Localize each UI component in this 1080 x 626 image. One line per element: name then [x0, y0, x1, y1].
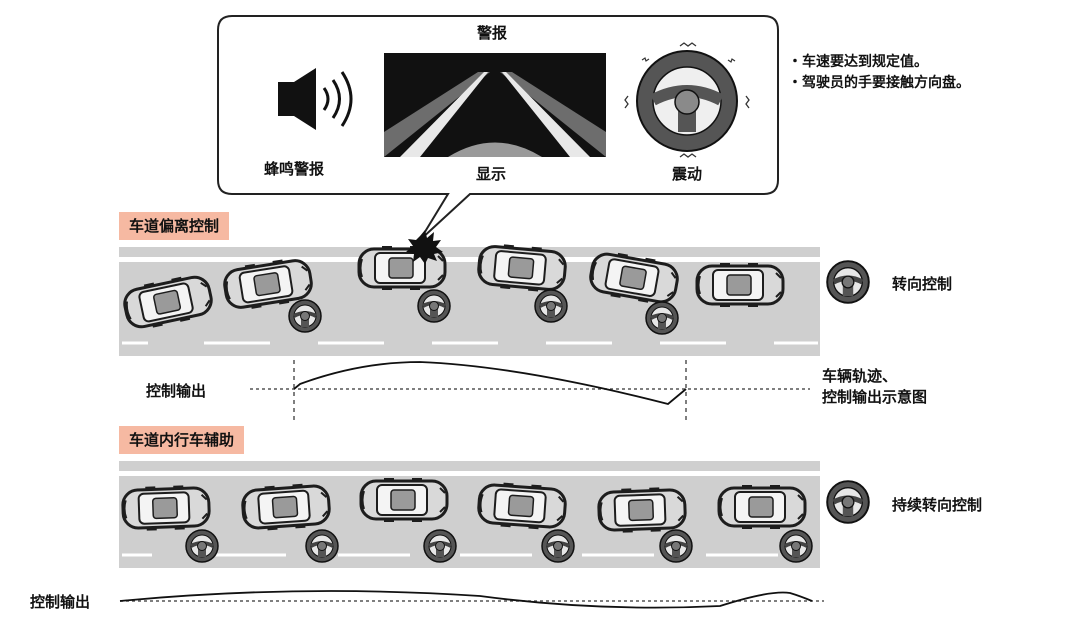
lane-keeping-output-graph [119, 590, 824, 609]
lane-departure-output-label: 控制输出 [146, 382, 207, 400]
display-label: 显示 [476, 165, 507, 183]
lane-departure-output-graph [250, 360, 810, 420]
buzzer-label: 蜂鸣警报 [264, 160, 325, 178]
road-lane-keeping [119, 461, 820, 568]
lane-keeping-badge: 车道内行车辅助 [119, 426, 245, 454]
steering-control-label: 转向控制 [892, 275, 953, 293]
trajectory-label: 车辆轨迹、 控制输出示意图 [822, 366, 927, 408]
continuous-steering-icon [827, 481, 869, 523]
steering-control-icon [827, 261, 869, 303]
alert-title: 警报 [477, 24, 508, 42]
rumble-burst-icon [406, 230, 443, 264]
steering-wheel-icon [624, 42, 750, 158]
road-display-icon [384, 53, 606, 157]
notes: ・车速要达到规定值。 ・驾驶员的手要接触方向盘。 [788, 52, 970, 94]
note-speed: ・车速要达到规定值。 [788, 54, 928, 70]
lane-keeping-output-label: 控制输出 [30, 593, 91, 611]
continuous-steering-label: 持续转向控制 [892, 496, 983, 514]
lane-departure-badge: 车道偏离控制 [119, 212, 230, 240]
speaker-icon [278, 68, 353, 130]
note-hands: ・驾驶员的手要接触方向盘。 [788, 75, 970, 91]
trajectory-label-line2: 控制输出示意图 [822, 388, 928, 406]
vibration-label: 震动 [672, 165, 703, 183]
trajectory-label-line1: 车辆轨迹、 [822, 367, 898, 385]
